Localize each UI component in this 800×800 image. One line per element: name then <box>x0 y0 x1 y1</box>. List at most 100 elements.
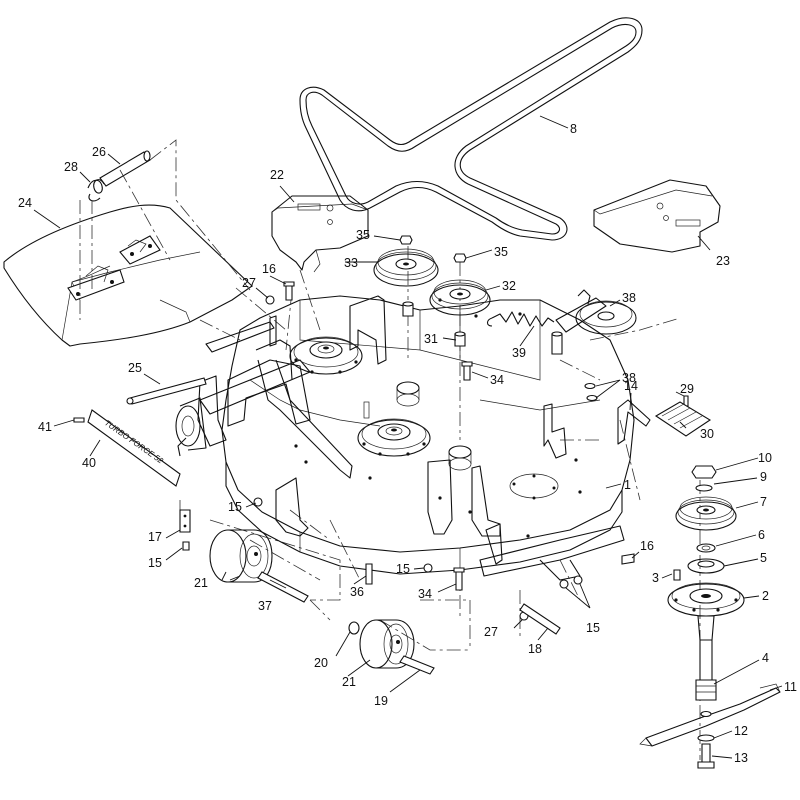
bolt-16-upper <box>283 281 295 301</box>
screw-41 <box>73 417 85 423</box>
bolt-34-upper <box>461 361 473 381</box>
callout-12: 12 <box>734 724 748 738</box>
callout-41: 41 <box>38 420 52 434</box>
bolt-15-lower-left <box>182 541 190 551</box>
bearing-5 <box>687 558 725 574</box>
pulley-cover-right <box>593 179 721 253</box>
nut-35-b <box>453 253 467 263</box>
callout-1: 1 <box>624 478 631 492</box>
callout-30: 30 <box>700 427 714 441</box>
spindle-shaft-4 <box>695 639 717 701</box>
spacer-6 <box>696 543 716 553</box>
anti-scalp-roller-rear <box>175 397 207 457</box>
deck-spindle-center <box>357 418 431 457</box>
leader-lines <box>33 115 783 759</box>
bushing-31-b <box>454 331 466 347</box>
spindle-housing-2 <box>667 582 745 641</box>
bolt-18 <box>519 603 561 635</box>
cutting-blade-11 <box>639 683 781 747</box>
callout-23: 23 <box>716 254 730 268</box>
callout-35-a: 35 <box>356 228 370 242</box>
pin-36 <box>365 563 373 585</box>
callout-2: 2 <box>762 589 769 603</box>
callout-28: 28 <box>64 160 78 174</box>
nuts-15-right <box>559 575 583 589</box>
callout-27-a: 27 <box>242 276 256 290</box>
roller-front-center <box>359 619 415 669</box>
decal-turbo-force: TURBO FORCE 52 <box>87 409 181 487</box>
deck-hanger-brackets <box>197 295 567 565</box>
bolt-16-right <box>621 553 635 565</box>
washer-9 <box>695 484 713 492</box>
callout-11: 11 <box>784 680 797 694</box>
callout-34-b: 34 <box>418 587 432 601</box>
callout-35-b: 35 <box>494 245 508 259</box>
callout-8: 8 <box>570 122 577 136</box>
callout-4: 4 <box>762 651 769 665</box>
screw-29 <box>683 395 689 407</box>
spacer-20 <box>348 621 360 635</box>
idler-pulley-33 <box>373 248 439 287</box>
callout-39: 39 <box>512 346 526 360</box>
callout-38-a: 38 <box>622 291 636 305</box>
deck-spindle-left <box>289 336 363 375</box>
washer-12 <box>697 734 715 742</box>
callout-22: 22 <box>270 168 284 182</box>
callout-24: 24 <box>18 196 32 210</box>
callout-27-b: 27 <box>484 625 498 639</box>
callout-15-a: 15 <box>228 500 242 514</box>
bolt-13 <box>697 743 715 769</box>
nut-35-a <box>399 235 413 245</box>
callout-25: 25 <box>128 361 142 375</box>
roller-axle-19 <box>399 655 435 675</box>
callout-18: 18 <box>528 642 542 656</box>
bracket-17 <box>179 509 191 533</box>
callout-20: 20 <box>314 656 328 670</box>
callout-38-b: 38 <box>622 371 636 385</box>
callout-31: 31 <box>424 332 438 346</box>
nut-15-center <box>423 563 433 573</box>
callout-33: 33 <box>344 256 358 270</box>
callout-29: 29 <box>680 382 694 396</box>
callout-3: 3 <box>652 571 659 585</box>
callout-19: 19 <box>374 694 388 708</box>
tension-spring <box>486 311 555 327</box>
callout-32: 32 <box>502 279 516 293</box>
mower-deck <box>221 295 635 581</box>
drive-belt <box>299 17 643 241</box>
idler-pulley-32 <box>429 279 491 316</box>
callout-14: 14 <box>624 379 638 393</box>
screw-3 <box>673 569 681 581</box>
callout-15-c: 15 <box>396 562 410 576</box>
callout-5: 5 <box>760 551 767 565</box>
callout-40: 40 <box>82 456 96 470</box>
callout-15-d: 15 <box>586 621 600 635</box>
bolt-34-lower <box>453 567 465 591</box>
nut-15-left <box>253 497 263 507</box>
callout-6: 6 <box>758 528 765 542</box>
callout-17: 17 <box>148 530 162 544</box>
spindle-pulley-7 <box>675 496 737 531</box>
discharge-chute <box>3 204 253 347</box>
chute-pivot-rod <box>99 150 151 187</box>
callout-21-a: 21 <box>194 576 208 590</box>
pulley-cover-left <box>271 195 369 273</box>
front-roller-pair <box>209 529 273 583</box>
callout-9: 9 <box>760 470 767 484</box>
bushing-31-a <box>402 301 414 317</box>
callout-16-a: 16 <box>262 262 276 276</box>
decal-plate-30 <box>654 401 712 437</box>
bracket-14 <box>617 399 651 445</box>
construction-lines <box>79 139 701 760</box>
washer-38 <box>584 382 598 402</box>
callout-21-b: 21 <box>342 675 356 689</box>
callout-36: 36 <box>350 585 364 599</box>
callout-13: 13 <box>734 751 748 765</box>
spindle-nut-10 <box>691 465 717 479</box>
rod-25 <box>126 377 207 405</box>
callout-10: 10 <box>758 451 772 465</box>
callout-16-b: 16 <box>640 539 654 553</box>
callout-26: 26 <box>92 145 106 159</box>
callout-37: 37 <box>258 599 272 613</box>
